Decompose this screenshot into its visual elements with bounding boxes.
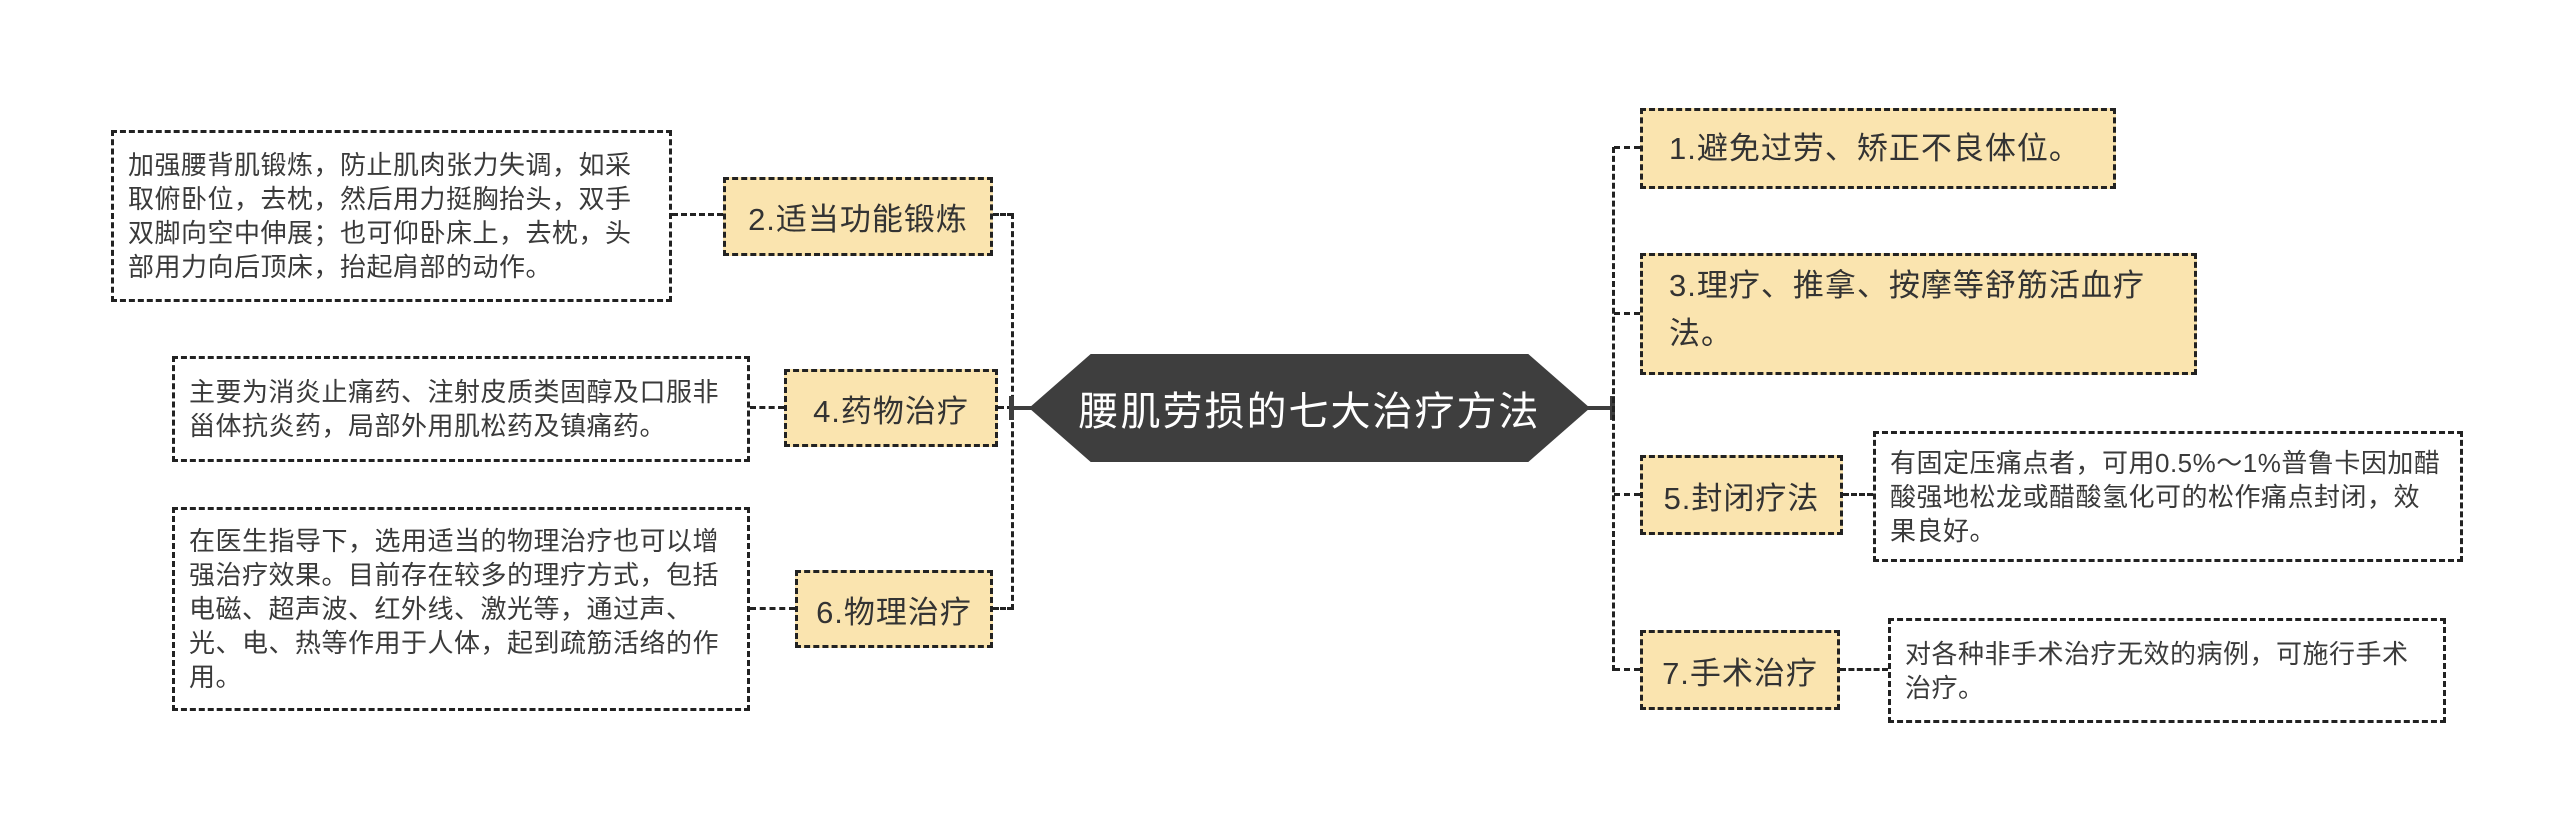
connector-desc6-node6 <box>750 607 795 610</box>
topic-node-3[interactable]: 3.理疗、推拿、按摩等舒筋活血疗法。 <box>1640 253 2197 375</box>
connector-spine-node5 <box>1614 493 1640 496</box>
connector-spine-node1 <box>1614 146 1640 149</box>
topic-label-6: 6.物理治疗 <box>816 594 972 630</box>
topic-node-1[interactable]: 1.避免过劳、矫正不良体位。 <box>1640 108 2116 189</box>
topic-node-6[interactable]: 6.物理治疗 <box>795 570 993 648</box>
connector-desc4-node4 <box>750 406 784 409</box>
connector-node4-spine <box>998 406 1013 409</box>
desc-box-branch-4[interactable]: 主要为消炎止痛药、注射皮质类固醇及口服非甾体抗炎药，局部外用肌松药及镇痛药。 <box>172 356 750 462</box>
topic-label-3: 3.理疗、推拿、按摩等舒筋活血疗法。 <box>1669 268 2145 351</box>
center-topic-node[interactable]: 腰肌劳损的七大治疗方法 <box>1029 354 1590 462</box>
connector-spine-node7 <box>1614 668 1640 671</box>
connector-spine-node3 <box>1614 312 1640 315</box>
desc-text-branch-2: 加强腰背肌锻炼，防止肌肉张力失调，如采取俯卧位，去枕，然后用力挺胸抬头，双手双脚… <box>128 150 632 282</box>
topic-label-4: 4.药物治疗 <box>813 393 969 429</box>
connector-node6-spine <box>993 607 1013 610</box>
center-topic-title: 腰肌劳损的七大治疗方法 <box>1078 390 1541 434</box>
left-spine-cap <box>1009 396 1014 420</box>
connector-center-spine-right <box>1584 406 1614 410</box>
connector-node7-desc7 <box>1840 668 1888 671</box>
desc-text-branch-4: 主要为消炎止痛药、注射皮质类固醇及口服非甾体抗炎药，局部外用肌松药及镇痛药。 <box>189 377 720 441</box>
topic-label-7: 7.手术治疗 <box>1662 655 1818 691</box>
desc-box-branch-7[interactable]: 对各种非手术治疗无效的病例，可施行手术治疗。 <box>1888 618 2446 723</box>
desc-box-branch-2[interactable]: 加强腰背肌锻炼，防止肌肉张力失调，如采取俯卧位，去枕，然后用力挺胸抬头，双手双脚… <box>111 130 672 302</box>
topic-label-5: 5.封闭疗法 <box>1663 480 1820 516</box>
desc-text-branch-5: 有固定压痛点者，可用0.5%～1%普鲁卡因加醋酸强地松龙或醋酸氢化可的松作痛点封… <box>1890 447 2441 546</box>
desc-text-branch-7: 对各种非手术治疗无效的病例，可施行手术治疗。 <box>1905 638 2409 703</box>
connector-spine-center-left <box>1012 406 1040 410</box>
connector-node2-spine <box>993 213 1013 216</box>
desc-box-branch-6[interactable]: 在医生指导下，选用适当的物理治疗也可以增强治疗效果。目前存在较多的理疗方式，包括… <box>172 507 750 711</box>
topic-label-2: 2.适当功能锻炼 <box>748 202 968 237</box>
right-spine <box>1612 147 1615 671</box>
desc-text-branch-6: 在医生指导下，选用适当的物理治疗也可以增强治疗效果。目前存在较多的理疗方式，包括… <box>189 526 720 692</box>
desc-box-branch-5[interactable]: 有固定压痛点者，可用0.5%～1%普鲁卡因加醋酸强地松龙或醋酸氢化可的松作痛点封… <box>1873 431 2463 562</box>
connector-node5-desc5 <box>1843 493 1873 496</box>
connector-desc2-node2 <box>672 213 723 216</box>
topic-node-7[interactable]: 7.手术治疗 <box>1640 630 1840 710</box>
topic-node-5[interactable]: 5.封闭疗法 <box>1640 455 1843 535</box>
topic-node-4[interactable]: 4.药物治疗 <box>784 369 998 447</box>
topic-node-2[interactable]: 2.适当功能锻炼 <box>723 177 993 256</box>
topic-label-1: 1.避免过劳、矫正不良体位。 <box>1669 130 2081 166</box>
